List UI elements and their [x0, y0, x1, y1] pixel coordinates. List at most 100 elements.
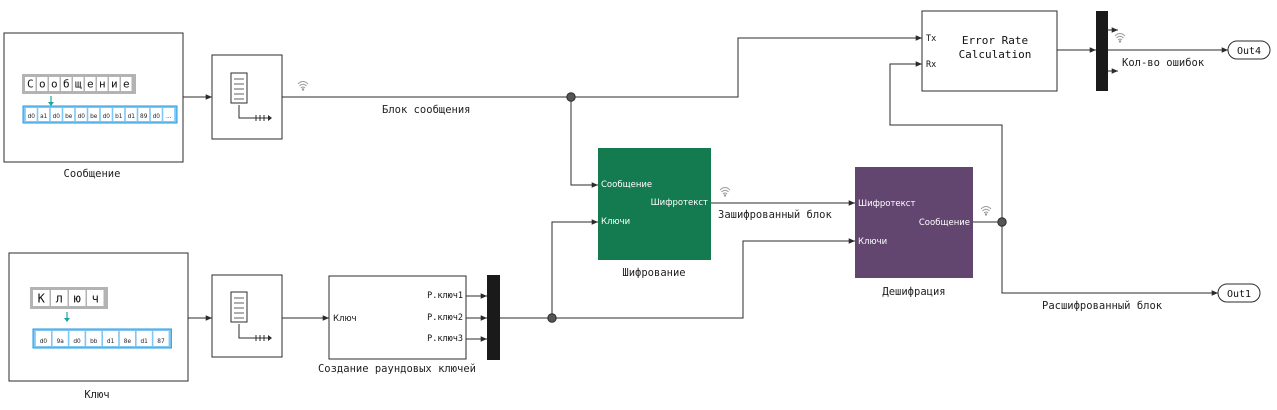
message-byte-cell: d1	[125, 108, 137, 121]
svg-text:щ: щ	[75, 78, 82, 91]
signal-label-decrypted-block: Расшифрованный блок	[1042, 300, 1163, 312]
buffer-block-key[interactable]	[211, 274, 283, 358]
junction-dot	[566, 92, 576, 102]
svg-text:89: 89	[140, 114, 148, 120]
message-char-cell: н	[97, 77, 108, 91]
message-byte-cell: 89	[138, 108, 150, 121]
junction-dot	[997, 217, 1007, 227]
encrypt-block[interactable]: Сообщение Ключи Шифротекст	[598, 148, 711, 260]
key-char-cell: ч	[87, 290, 104, 306]
svg-text:87: 87	[157, 339, 165, 345]
error-rate-block[interactable]: Tx Rx	[921, 10, 1058, 92]
message-byte-cell: ...	[163, 108, 175, 121]
svg-text:ю: ю	[74, 292, 81, 306]
key-byte-cell: 9a	[52, 331, 68, 346]
svg-text:и: и	[111, 78, 118, 91]
key-byte-cell: d0	[69, 331, 85, 346]
mux-bar[interactable]	[487, 275, 500, 360]
svg-text:л: л	[56, 292, 63, 306]
svg-text:d0: d0	[73, 339, 81, 345]
round-keys-input-port: Ключ	[333, 314, 357, 324]
key-byte-cell: d0	[35, 331, 51, 346]
key-char-cell: л	[51, 290, 68, 306]
key-byte-cell: d1	[136, 331, 152, 346]
key-char-cell: ю	[69, 290, 86, 306]
message-source-label: Сообщение	[64, 168, 121, 180]
svg-text:Out4: Out4	[1237, 46, 1261, 57]
round-key-3-port: Р.ключ3	[427, 334, 463, 344]
decrypt-input-cipher-port: Шифротекст	[858, 199, 915, 209]
outport-out4[interactable]: Out4	[1227, 40, 1271, 60]
svg-text:...: ...	[166, 114, 172, 120]
key-source-label: Ключ	[84, 389, 109, 401]
key-byte-cell: 8e	[119, 331, 135, 346]
svg-text:К: К	[38, 292, 46, 306]
svg-text:о: о	[39, 78, 46, 91]
signal-label-encrypted-block: Зашифрованный блок	[718, 209, 832, 221]
message-char-cell: о	[49, 77, 60, 91]
key-byte-cell: 87	[153, 331, 169, 346]
error-rate-title: Error Rate Calculation	[958, 34, 1032, 61]
message-byte-cell: d0	[150, 108, 162, 121]
svg-text:С: С	[27, 78, 34, 91]
encrypt-input-message-port: Сообщение	[601, 180, 652, 190]
round-key-2-port: Р.ключ2	[427, 313, 463, 323]
key-char-cell: К	[33, 290, 50, 306]
svg-text:d0: d0	[28, 114, 36, 120]
svg-text:9a: 9a	[57, 339, 65, 345]
encrypt-input-keys-port: Ключи	[601, 217, 630, 227]
decrypt-label: Дешифрация	[882, 286, 945, 298]
svg-text:ч: ч	[92, 292, 99, 306]
message-byte-cell: a1	[38, 108, 50, 121]
error-rate-tx-port: Tx	[926, 34, 936, 44]
svg-text:d0: d0	[153, 114, 161, 120]
message-byte-cell: be	[63, 108, 75, 121]
message-char-cell: о	[37, 77, 48, 91]
wifi-icon	[719, 187, 731, 197]
message-char-cell: е	[121, 77, 132, 91]
signal-label-message-block: Блок сообщения	[382, 104, 471, 116]
svg-text:d0: d0	[103, 114, 111, 120]
demux-bar[interactable]	[1096, 11, 1108, 91]
message-char-cell: б	[61, 77, 72, 91]
round-keys-block[interactable]: Ключ Р.ключ1 Р.ключ2 Р.ключ3	[328, 275, 467, 360]
down-arrow-head-icon	[48, 102, 54, 106]
message-char-cell: е	[85, 77, 96, 91]
svg-text:d0: d0	[53, 114, 61, 120]
svg-text:о: о	[51, 78, 58, 91]
svg-text:d1: d1	[107, 339, 115, 345]
svg-text:bb: bb	[90, 339, 98, 345]
message-byte-cell: d0	[25, 108, 37, 121]
down-arrow-head-icon	[64, 318, 70, 322]
buffer-block-message[interactable]	[211, 54, 283, 140]
svg-text:a1: a1	[40, 114, 48, 120]
message-byte-cell: d0	[75, 108, 87, 121]
decrypt-input-keys-port: Ключи	[858, 237, 887, 247]
svg-text:d0: d0	[40, 339, 48, 345]
decrypt-block[interactable]: Шифротекст Ключи Сообщение	[855, 167, 973, 278]
svg-text:б: б	[63, 78, 70, 91]
message-byte-cell: d0	[100, 108, 112, 121]
junction-dot	[547, 313, 557, 323]
error-rate-title-wrap: Error Rate Calculation	[958, 34, 1032, 61]
outport-out1[interactable]: Out1	[1217, 283, 1261, 303]
error-rate-rx-port: Rx	[926, 60, 936, 70]
signal-label-error-count: Кол-во ошибок	[1122, 57, 1205, 69]
round-keys-label: Создание раундовых ключей	[317, 363, 477, 375]
encrypt-label: Шифрование	[622, 267, 685, 279]
svg-text:be: be	[65, 114, 73, 120]
svg-text:н: н	[99, 78, 106, 91]
svg-text:d1: d1	[141, 339, 149, 345]
key-byte-cell: d1	[103, 331, 119, 346]
svg-text:8e: 8e	[124, 339, 132, 345]
svg-text:е: е	[87, 78, 94, 91]
decrypt-output-port: Сообщение	[919, 218, 970, 228]
wifi-icon	[1114, 33, 1126, 43]
wifi-icon	[297, 81, 309, 91]
